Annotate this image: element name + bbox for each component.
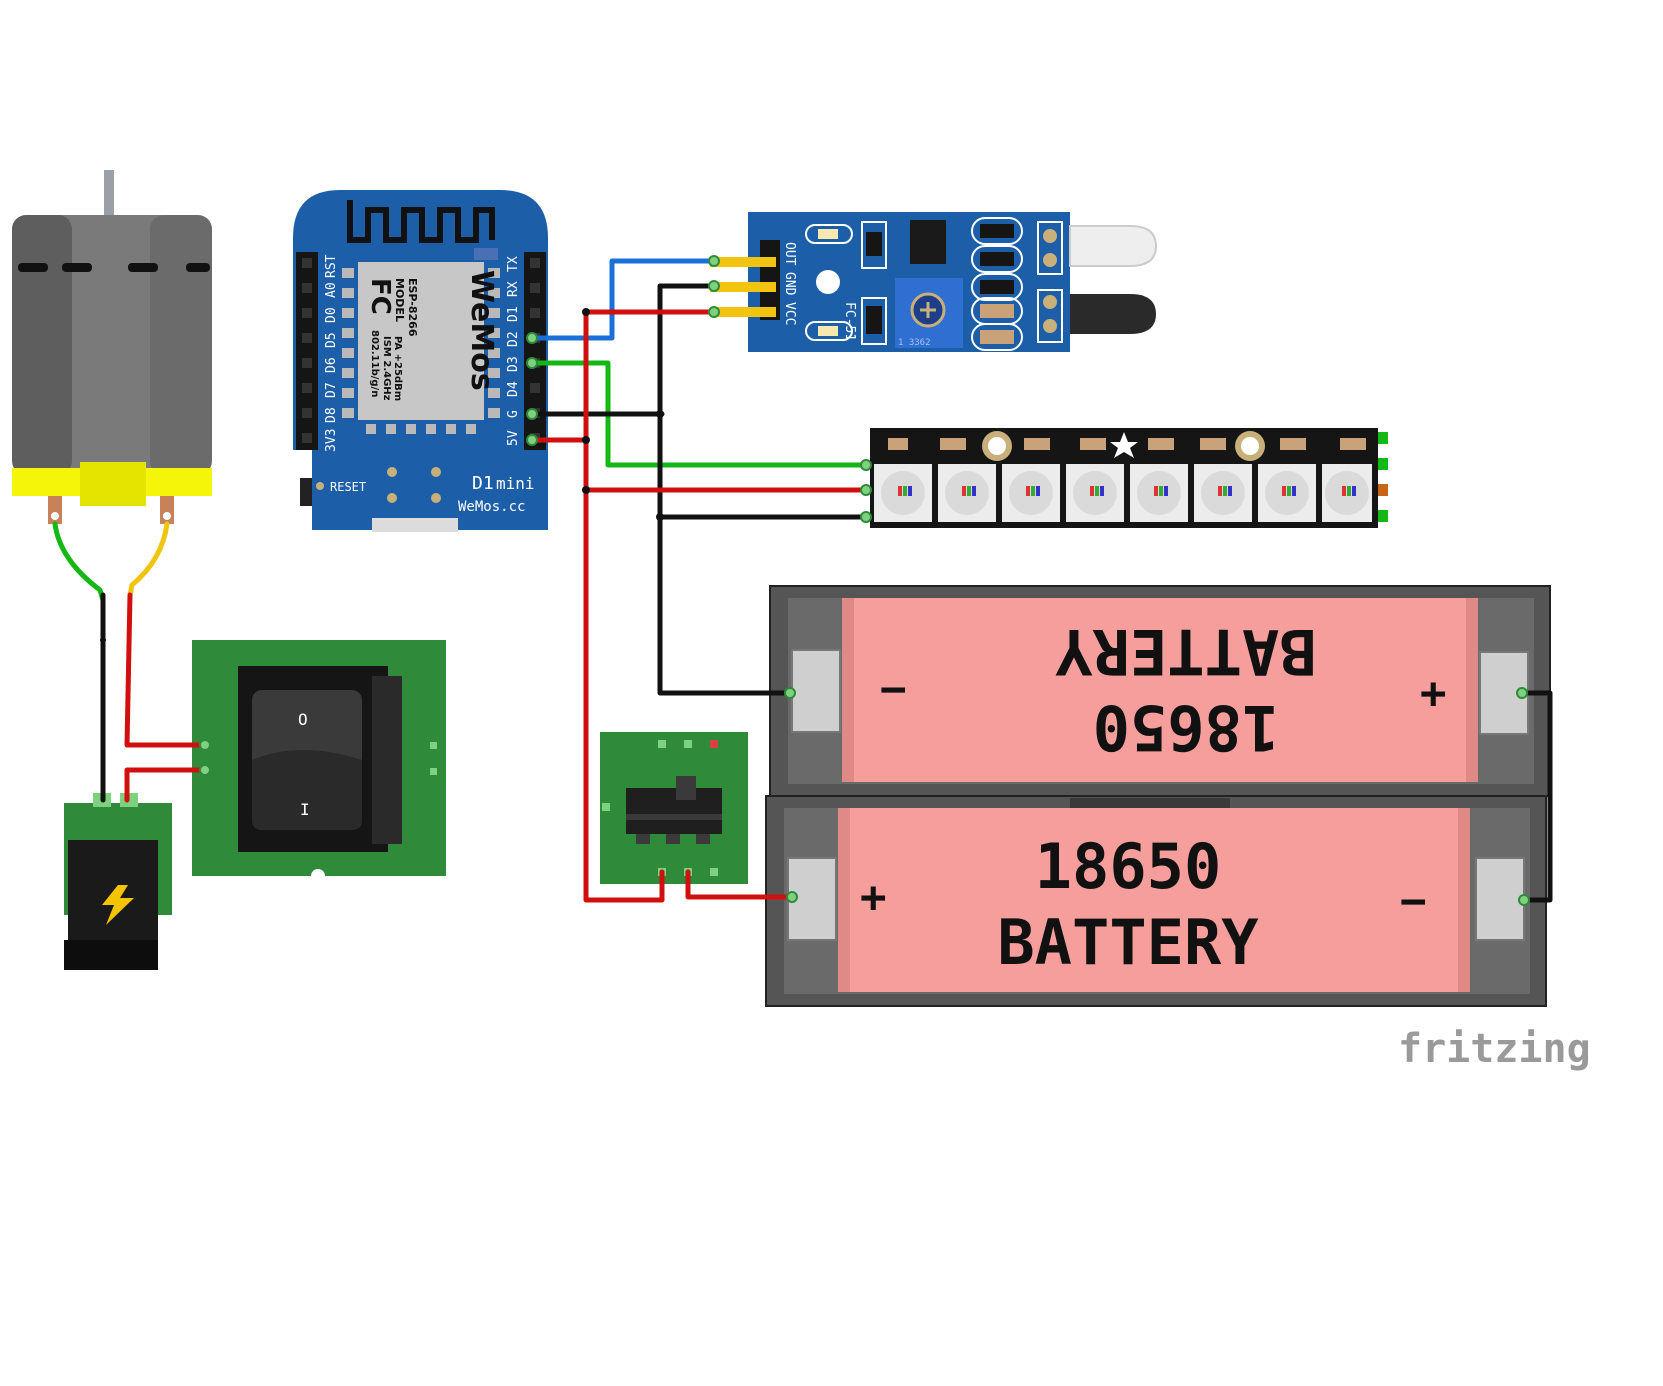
pin-label-right-5: D4 [506, 381, 521, 397]
ir-pin-label-2: VCC [782, 302, 797, 325]
pin-label-right-1: RX [506, 281, 521, 297]
ir-sensor-fc51: OUT GND VCC FC-51 1 3362 [710, 212, 1158, 352]
motor-shaft [104, 170, 114, 218]
pin-label-right-6: G [506, 410, 521, 418]
wire-switch-to-battery [685, 869, 795, 900]
chip-band: ISM 2.4GHz [381, 336, 392, 401]
chip-model: ESP-8266 [406, 278, 419, 337]
ir-receiver-led [1070, 294, 1156, 334]
battery-bottom-minus: − [1400, 876, 1427, 927]
wire-motor-yellow [127, 521, 170, 598]
usb-port[interactable] [372, 518, 458, 532]
model-suffix: mini [496, 474, 535, 493]
d1mini-right-header [524, 252, 546, 450]
wire-motor-green [52, 521, 106, 603]
battery-top-minus: − [880, 664, 907, 715]
d1mini-left-header [296, 252, 318, 450]
fritzing-watermark: fritzing [1398, 1026, 1591, 1072]
pin-label-right-2: D1 [506, 306, 521, 322]
wire-junctions [100, 308, 664, 643]
rocker-switch[interactable]: O I [192, 640, 446, 883]
battery-bottom-label: BATTERY [997, 906, 1259, 979]
chip-fc-mark: FC [365, 278, 395, 315]
ir-emitter-led [1069, 225, 1158, 267]
rocker-on-symbol: I [300, 800, 310, 819]
lightning-icon [102, 885, 134, 925]
pin-label-right-4: D3 [506, 356, 521, 372]
battery-cell-top [842, 598, 1478, 782]
dc-barrel-jack [64, 793, 172, 970]
pot-label: 1 3362 [898, 338, 931, 348]
wire-5v-rail [583, 309, 717, 903]
slide-switch[interactable] [600, 732, 748, 884]
pin-label-right-7: 5V [506, 430, 521, 446]
wire-jack-to-rocker-red [124, 767, 208, 803]
pin-label-right-0: TX [506, 256, 521, 272]
pin-label-left-5: D7 [324, 382, 339, 398]
wire-battery-series [1519, 690, 1553, 903]
esp8266-chip-markings: WeMos FC MODEL ESP-8266 ISM 2.4GHz PA +2… [365, 270, 499, 401]
ir-pin-label-0: OUT [782, 242, 797, 266]
wire-motor-to-rocker-red [124, 592, 208, 748]
pin-label-right-3: D2 [506, 331, 521, 347]
chip-power: PA +25dBm [392, 336, 403, 401]
comparator-chip [910, 220, 946, 264]
reset-label: RESET [330, 480, 366, 494]
reset-button[interactable] [300, 478, 312, 506]
rocker-off-symbol: O [298, 710, 308, 729]
battery-top-label: BATTERY [1055, 615, 1317, 688]
d1mini-right-pin-labels: TX RX D1 D2 D3 D4 G 5V [506, 256, 521, 446]
battery-bottom-model: 18650 [1035, 830, 1222, 903]
pin-label-left-3: D5 [324, 332, 339, 348]
esp8266-shield [358, 262, 484, 420]
battery-bottom-plus: + [860, 872, 887, 923]
wires [52, 258, 1553, 903]
pin-label-left-4: D6 [324, 357, 339, 373]
wire-d2-to-sensor-out [529, 258, 717, 341]
pin-label-left-0: RST [324, 254, 339, 278]
dc-motor [12, 170, 212, 524]
flower-logo-icon [1110, 432, 1138, 458]
model-label: D1 [472, 473, 494, 494]
wire-endpoints [199, 255, 1530, 906]
ir-board-label: FC-51 [842, 302, 857, 341]
d1mini-left-pin-labels: RST A0 D0 D5 D6 D7 D8 3V3 [324, 254, 339, 452]
neopixel-stick [870, 428, 1388, 528]
chip-wifi: 802.11b/g/n [369, 330, 380, 397]
battery-top-model: 18650 [1093, 691, 1280, 764]
pin-label-left-7: 3V3 [324, 429, 339, 452]
chip-brand: WeMos [464, 270, 499, 391]
pin-label-left-2: D0 [324, 307, 339, 323]
site-label: WeMos.cc [458, 499, 525, 515]
slide-knob [676, 776, 696, 800]
wemos-d1-mini: RST A0 D0 D5 D6 D7 D8 3V3 TX RX D1 D2 D3… [293, 190, 548, 532]
pin-label-left-1: A0 [324, 282, 339, 298]
battery-top-plus: + [1420, 668, 1447, 719]
pin-label-left-6: D8 [324, 407, 339, 423]
battery-cell-bottom [838, 808, 1470, 992]
battery-holder: BATTERY 18650 − + 18650 BATTERY + − [765, 585, 1551, 1007]
chip-model-word: MODEL [393, 278, 406, 322]
ir-pin-label-1: GND [782, 272, 797, 296]
